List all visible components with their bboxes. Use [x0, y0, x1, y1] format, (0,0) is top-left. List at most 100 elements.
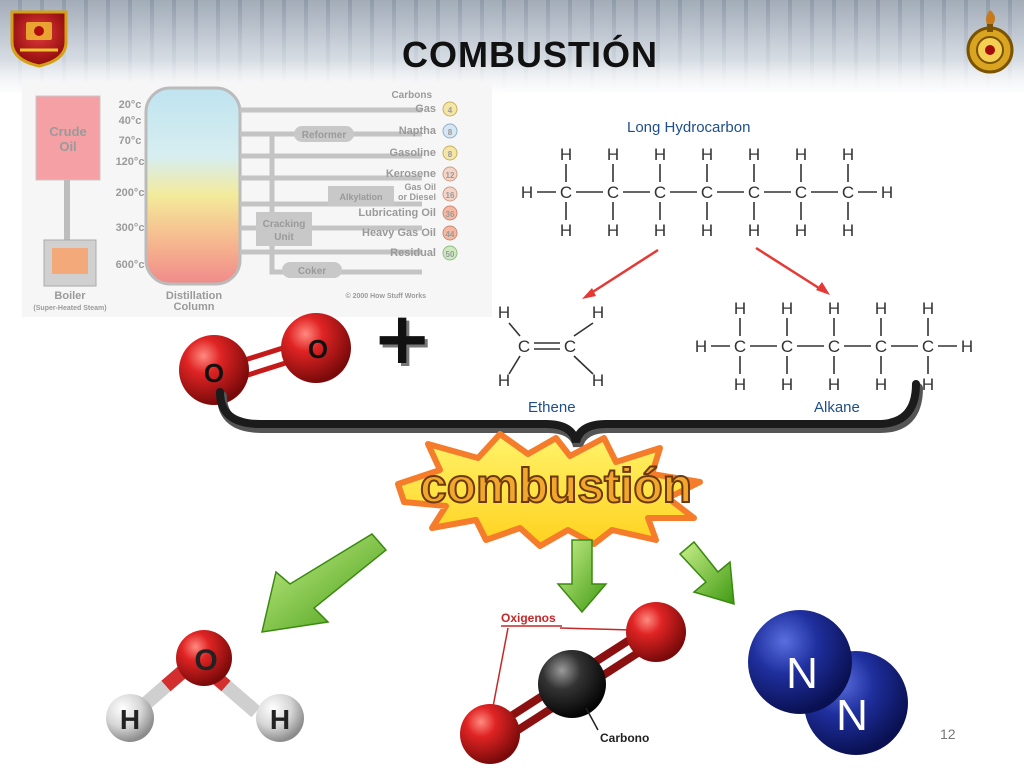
hydrogen-atom: H	[795, 145, 807, 164]
carbon-count: 50	[446, 250, 455, 259]
product-label: Heavy Gas Oil	[362, 227, 436, 239]
cracking-label-2: Unit	[274, 232, 294, 243]
temp-label: 70°c	[119, 135, 142, 147]
hydrogen-atom: H	[498, 371, 510, 390]
carbon-atom: C	[518, 337, 530, 356]
reaction-arrowhead-alkane	[816, 282, 830, 295]
nitrogen-atom	[748, 610, 852, 714]
arrow-to-water	[261, 533, 388, 633]
temp-label: 300°c	[116, 222, 145, 234]
ethene-label: Ethene	[528, 399, 576, 416]
water-oxygen-atom	[176, 630, 232, 686]
crude-oil-tank	[35, 95, 101, 181]
plus-sign: +	[372, 296, 433, 380]
hydrogen-atom: H	[607, 221, 619, 240]
grouping-brace	[216, 380, 920, 444]
carbon-atom: C	[828, 337, 840, 356]
temp-label: 600°c	[116, 259, 145, 271]
arrow-to-nitrogen	[678, 540, 735, 606]
bond-line	[573, 355, 594, 375]
product-label: or Diesel	[398, 192, 436, 202]
long-hydrocarbon-title: Long Hydrocarbon	[627, 119, 750, 136]
hydrogen-atom: H	[701, 145, 713, 164]
product-label: Gas Oil	[404, 182, 436, 192]
hydrogen-atom: H	[607, 145, 619, 164]
hydrogen-atom: H	[922, 375, 934, 394]
crude-oil-label-1: Crude	[49, 124, 87, 139]
boiler-label: Boiler	[54, 290, 86, 302]
product-labels: Carbons Gas Naptha Gasoline Kerosene Gas…	[358, 90, 437, 259]
distillation-diagram: Crude Oil Boiler (Super-Heated Steam) 20…	[22, 82, 492, 317]
reaction-arrowhead-ethene	[582, 288, 596, 299]
water-hydrogen-atom	[106, 694, 154, 742]
hydrogen-atom: H	[922, 299, 934, 318]
hydrogen-atom: H	[560, 145, 572, 164]
hydrogen-atom: H	[748, 221, 760, 240]
hydrogen-atom: H	[592, 303, 604, 322]
hydrogen-atom: H	[875, 375, 887, 394]
hydrogen-atom: H	[828, 299, 840, 318]
cracking-label-1: Cracking	[263, 219, 306, 230]
oxygen-atom	[179, 335, 249, 405]
carbon-atom: C	[842, 183, 854, 202]
column-label-2: Column	[174, 301, 215, 313]
carbon-atom: C	[607, 183, 619, 202]
feed-pipe	[64, 180, 70, 240]
carbon-count: 36	[446, 210, 455, 219]
page-number: 12	[940, 726, 956, 742]
carbon-atom: C	[734, 337, 746, 356]
product-label: Gasoline	[390, 147, 436, 159]
nitrogen-molecule: N N	[748, 610, 908, 755]
carbon-count: 16	[446, 191, 455, 200]
crude-oil-label-2: Oil	[59, 139, 76, 154]
credit-label: © 2000 How Stuff Works	[346, 292, 427, 300]
carbon-atom: C	[781, 337, 793, 356]
temp-label: 20°c	[119, 99, 142, 111]
carbon-count: 8	[448, 128, 453, 137]
engineering-emblem-logo-right	[966, 10, 1014, 74]
hydrogen-atom: H	[734, 299, 746, 318]
coker-label: Coker	[298, 266, 326, 277]
boiler-sublabel: (Super-Heated Steam)	[33, 305, 106, 312]
hydrogen-atom: H	[592, 371, 604, 390]
nitrogen-atom-label: N	[836, 691, 868, 740]
product-label: Residual	[390, 247, 436, 259]
reformer-unit	[294, 126, 354, 142]
oxygen-molecule: O O	[179, 313, 351, 405]
carbon-atom: C	[654, 183, 666, 202]
hydrogen-atom: H	[748, 145, 760, 164]
bond-line	[508, 322, 521, 337]
annotation-line	[585, 707, 599, 731]
product-arrows	[261, 533, 735, 633]
carbons-header: Carbons	[391, 90, 432, 101]
carbon-atom: C	[875, 337, 887, 356]
carbon-count-badges: 4 8 8 12 16 36 44 50	[442, 101, 458, 261]
hydrogen-atom: H	[961, 337, 973, 356]
hydrogen-atom: H	[734, 375, 746, 394]
co2-carbon-atom	[538, 650, 606, 718]
alkylation-unit	[328, 186, 394, 206]
product-label: Lubricating Oil	[358, 207, 436, 219]
annotation-line	[491, 627, 509, 713]
product-label: Naptha	[399, 125, 437, 137]
co2-oxygen-atom	[626, 602, 686, 662]
product-label: Gas	[415, 103, 436, 115]
reaction-arrow-to-alkane	[755, 246, 823, 292]
combustion-label: combustión	[420, 460, 692, 513]
carbon-atom: C	[701, 183, 713, 202]
bond-line	[573, 322, 594, 337]
carbono-label: Carbono	[600, 731, 649, 745]
annotation-line	[559, 627, 633, 631]
carbon-atom: C	[748, 183, 760, 202]
reaction-arrow-to-ethene	[587, 248, 659, 297]
oxygen-atom-label: O	[204, 358, 224, 388]
hydrogen-atom: H	[781, 299, 793, 318]
hydrogen-atom: H	[842, 145, 854, 164]
co2-oxygen-atom	[460, 704, 520, 764]
carbon-count: 44	[446, 230, 455, 239]
